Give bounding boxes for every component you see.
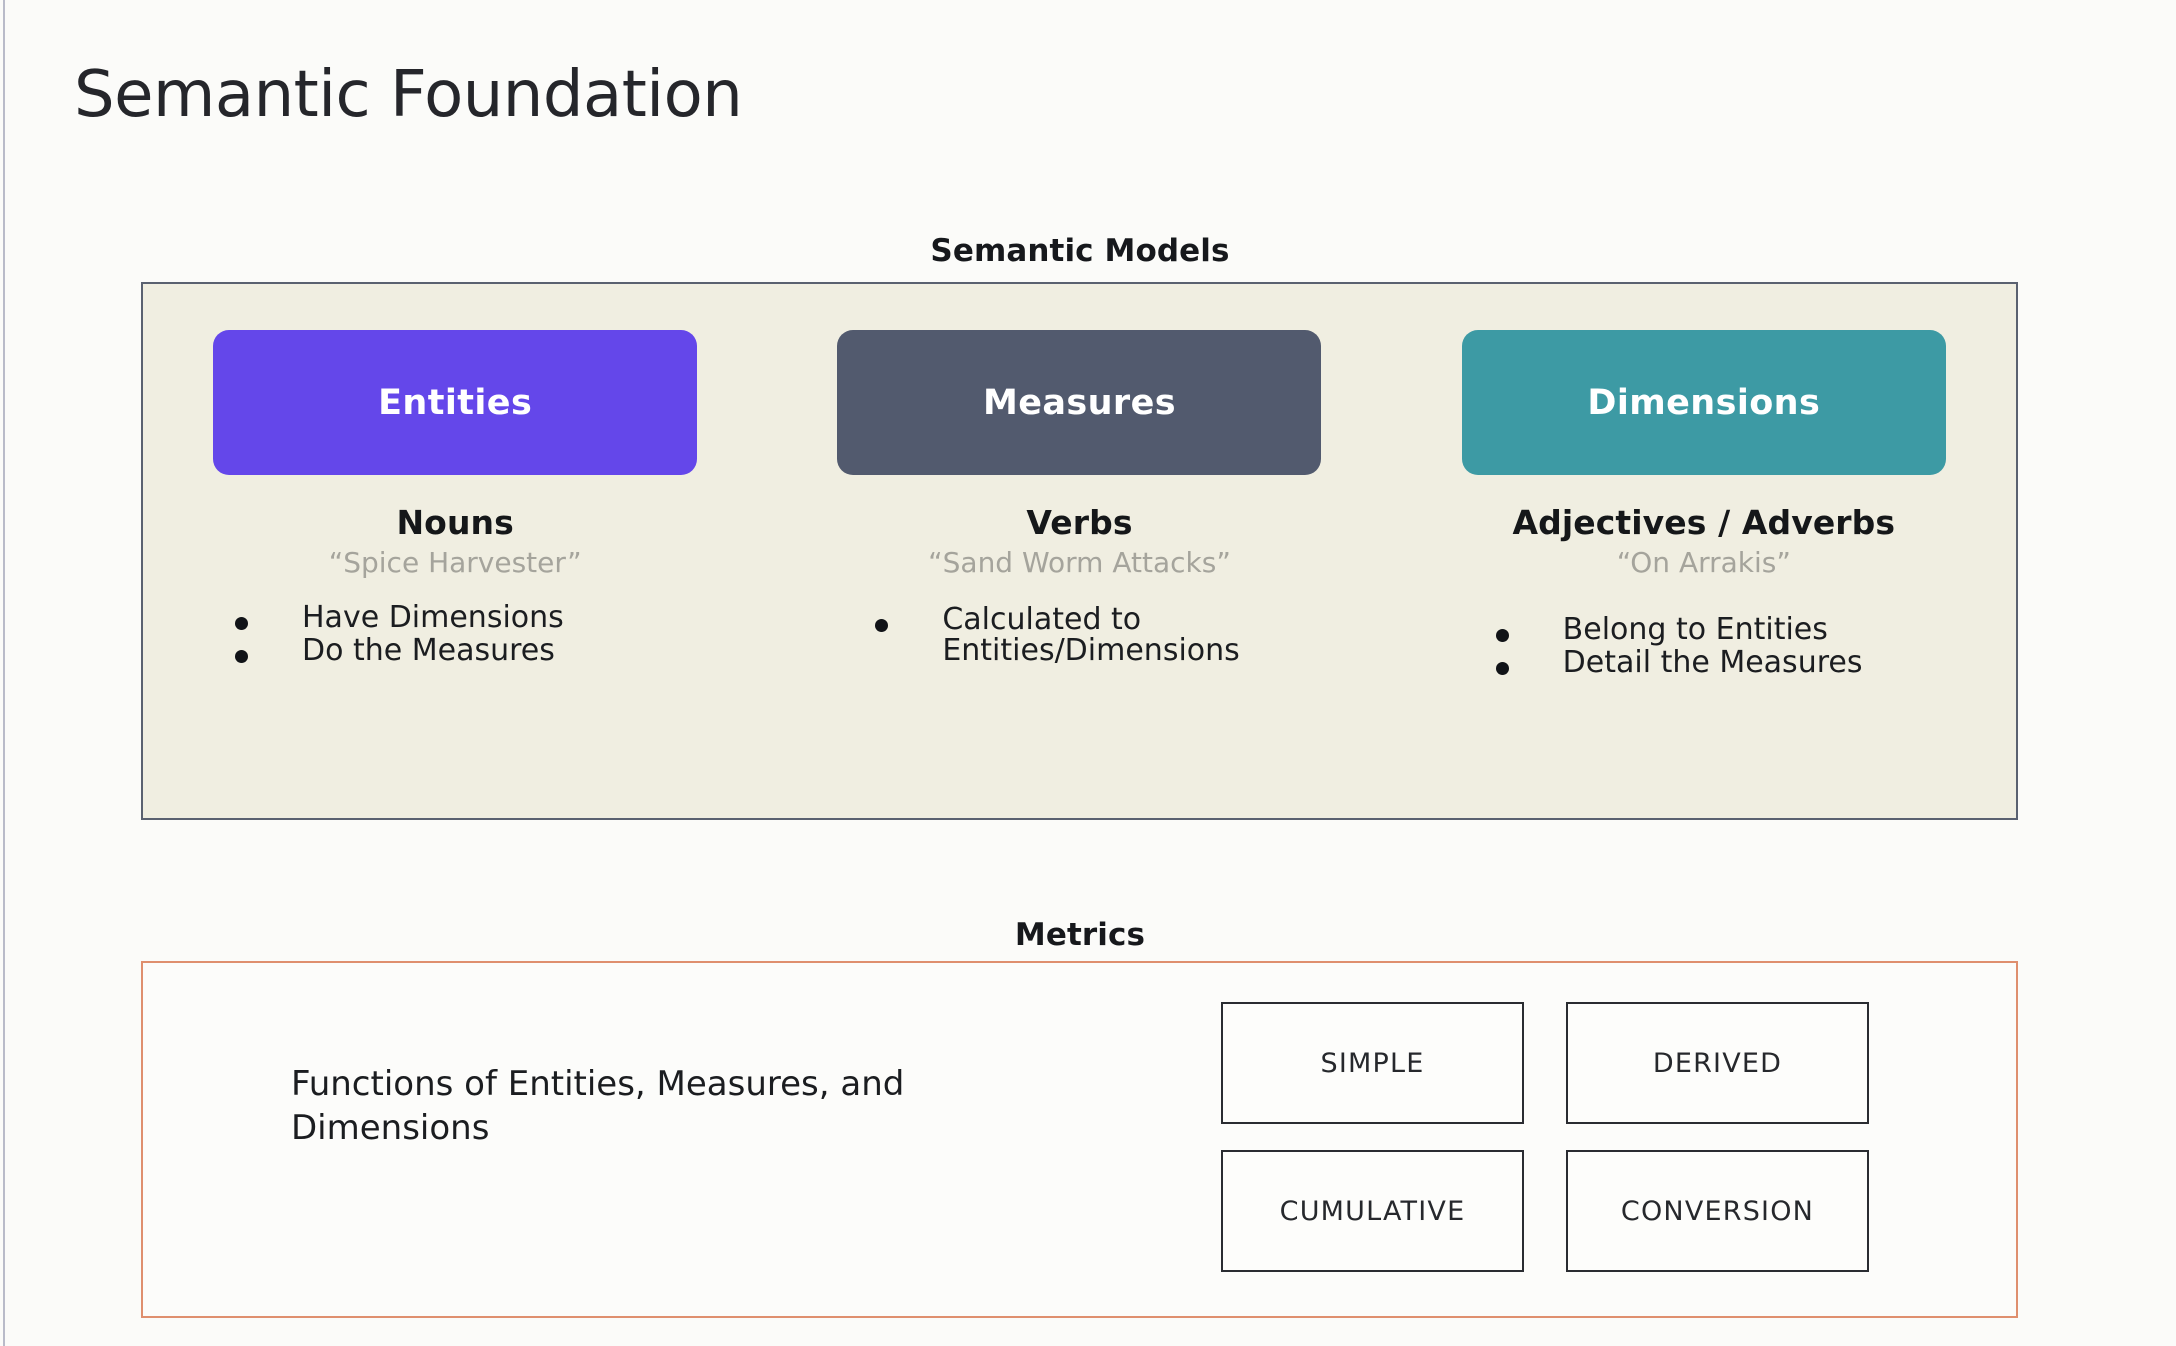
- measures-bullet-list: Calculated to Entities/Dimensions: [767, 602, 1391, 669]
- list-item: Calculated to Entities/Dimensions: [875, 602, 1391, 668]
- metrics-panel: Functions of Entities, Measures, and Dim…: [141, 961, 2018, 1318]
- bullet-dot-icon: [1495, 629, 1509, 642]
- measures-part-of-speech: Verbs: [1026, 503, 1133, 542]
- bullet-dot-icon: [875, 619, 889, 632]
- dimensions-example: “On Arrakis”: [1616, 546, 1791, 579]
- entities-example: “Spice Harvester”: [328, 546, 582, 579]
- list-item-label: Have Dimensions: [302, 600, 564, 635]
- semantic-models-columns: Entities Nouns “Spice Harvester” Have Di…: [143, 284, 2016, 818]
- metric-type-cumulative[interactable]: CUMULATIVE: [1221, 1150, 1524, 1272]
- list-item: Detail the Measures: [1495, 644, 2016, 680]
- semantic-model-column-entities: Entities Nouns “Spice Harvester” Have Di…: [143, 284, 767, 818]
- list-item: Belong to Entities: [1495, 612, 2016, 647]
- entities-pill[interactable]: Entities: [213, 330, 698, 475]
- dimensions-bullet-list: Belong to Entities Detail the Measures: [1392, 612, 2016, 681]
- semantic-models-heading: Semantic Models: [930, 233, 1230, 269]
- list-item-label: Do the Measures: [302, 632, 555, 668]
- measures-example: “Sand Worm Attacks”: [928, 546, 1231, 579]
- dimensions-pill[interactable]: Dimensions: [1461, 330, 1946, 475]
- metrics-heading: Metrics: [1014, 917, 1146, 953]
- dimensions-part-of-speech: Adjectives / Adverbs: [1512, 503, 1896, 542]
- metric-type-simple[interactable]: SIMPLE: [1221, 1002, 1524, 1124]
- metric-type-conversion[interactable]: CONVERSION: [1566, 1150, 1869, 1272]
- semantic-model-column-measures: Measures Verbs “Sand Worm Attacks” Calcu…: [767, 284, 1391, 818]
- bullet-dot-icon: [235, 617, 248, 630]
- list-item: Do the Measures: [235, 632, 767, 668]
- semantic-models-panel: Entities Nouns “Spice Harvester” Have Di…: [141, 282, 2018, 820]
- list-item-label: Calculated to Entities/Dimensions: [942, 602, 1240, 668]
- metrics-description: Functions of Entities, Measures, and Dim…: [291, 1064, 905, 1148]
- list-item-label: Detail the Measures: [1562, 644, 1863, 680]
- entities-part-of-speech: Nouns: [396, 503, 514, 542]
- bullet-dot-icon: [235, 649, 248, 663]
- list-item: Have Dimensions: [235, 600, 767, 635]
- slide-left-edge-rule: [3, 0, 5, 1346]
- entities-bullet-list: Have Dimensions Do the Measures: [143, 600, 767, 669]
- page-title: Semantic Foundation: [74, 58, 743, 132]
- list-item-label: Belong to Entities: [1562, 612, 1828, 647]
- semantic-model-column-dimensions: Dimensions Adjectives / Adverbs “On Arra…: [1392, 284, 2016, 818]
- metric-type-derived[interactable]: DERIVED: [1566, 1002, 1869, 1124]
- metric-types-grid: SIMPLE DERIVED CUMULATIVE CONVERSION: [1221, 1002, 1869, 1272]
- measures-pill[interactable]: Measures: [837, 330, 1322, 475]
- bullet-dot-icon: [1495, 661, 1509, 675]
